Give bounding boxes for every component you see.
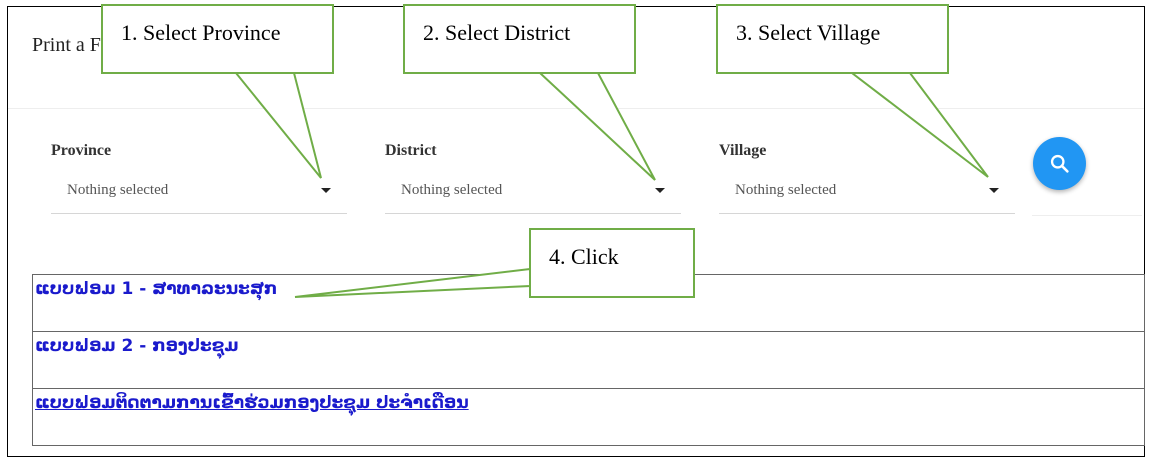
table-cell: ແບບຟອມ 2 - ກອງປະຊຸມ	[32, 331, 1145, 389]
province-select[interactable]: Nothing selected	[51, 170, 347, 214]
callout-step-2: 2. Select District	[403, 4, 636, 74]
callout-step-3: 3. Select Village	[716, 4, 949, 74]
table-row: ແບບຟອມຕິດຕາມການເຂົ້າຮ່ວມກອງປະຊຸມ ປະຈຳເດື…	[32, 388, 1145, 446]
search-button[interactable]	[1033, 137, 1086, 190]
district-label: District	[385, 142, 437, 159]
form-link-3[interactable]: ແບບຟອມຕິດຕາມການເຂົ້າຮ່ວມກອງປະຊຸມ ປະຈຳເດື…	[35, 393, 469, 413]
callout-step-2-text: 2. Select District	[423, 20, 571, 45]
callout-step-4: 4. Click	[529, 228, 695, 298]
province-label: Province	[51, 142, 112, 159]
village-select-value: Nothing selected	[735, 182, 837, 198]
village-label: Village	[719, 142, 767, 159]
search-icon	[1050, 154, 1069, 173]
callout-step-1-text: 1. Select Province	[121, 20, 281, 45]
district-select[interactable]: Nothing selected	[385, 170, 681, 214]
callout-pointer-4	[294, 267, 531, 298]
callout-step-4-text: 4. Click	[549, 244, 619, 269]
form-link-1[interactable]: ແບບຟອມ 1 - ສາທາລະນະສຸກ	[35, 279, 278, 299]
caret-down-icon	[655, 188, 665, 193]
callout-step-3-text: 3. Select Village	[736, 20, 881, 45]
table-row: ແບບຟອມ 2 - ກອງປະຊຸມ	[32, 331, 1145, 389]
province-filter: Province Nothing selected	[51, 140, 347, 216]
village-filter: Village Nothing selected	[719, 140, 1015, 216]
callout-pointer-2	[537, 72, 656, 181]
caret-down-icon	[321, 188, 331, 193]
caret-down-icon	[989, 188, 999, 193]
search-divider	[1032, 215, 1142, 216]
district-select-value: Nothing selected	[401, 182, 503, 198]
province-select-value: Nothing selected	[67, 182, 169, 198]
callout-pointer-3	[849, 72, 989, 178]
table-cell: ແບບຟອມຕິດຕາມການເຂົ້າຮ່ວມກອງປະຊຸມ ປະຈຳເດື…	[32, 388, 1145, 446]
callout-pointer-1	[233, 72, 322, 179]
form-link-2[interactable]: ແບບຟອມ 2 - ກອງປະຊຸມ	[35, 336, 239, 356]
callout-step-1: 1. Select Province	[101, 4, 334, 74]
village-select[interactable]: Nothing selected	[719, 170, 1015, 214]
district-filter: District Nothing selected	[385, 140, 681, 216]
header-divider	[8, 108, 1144, 109]
